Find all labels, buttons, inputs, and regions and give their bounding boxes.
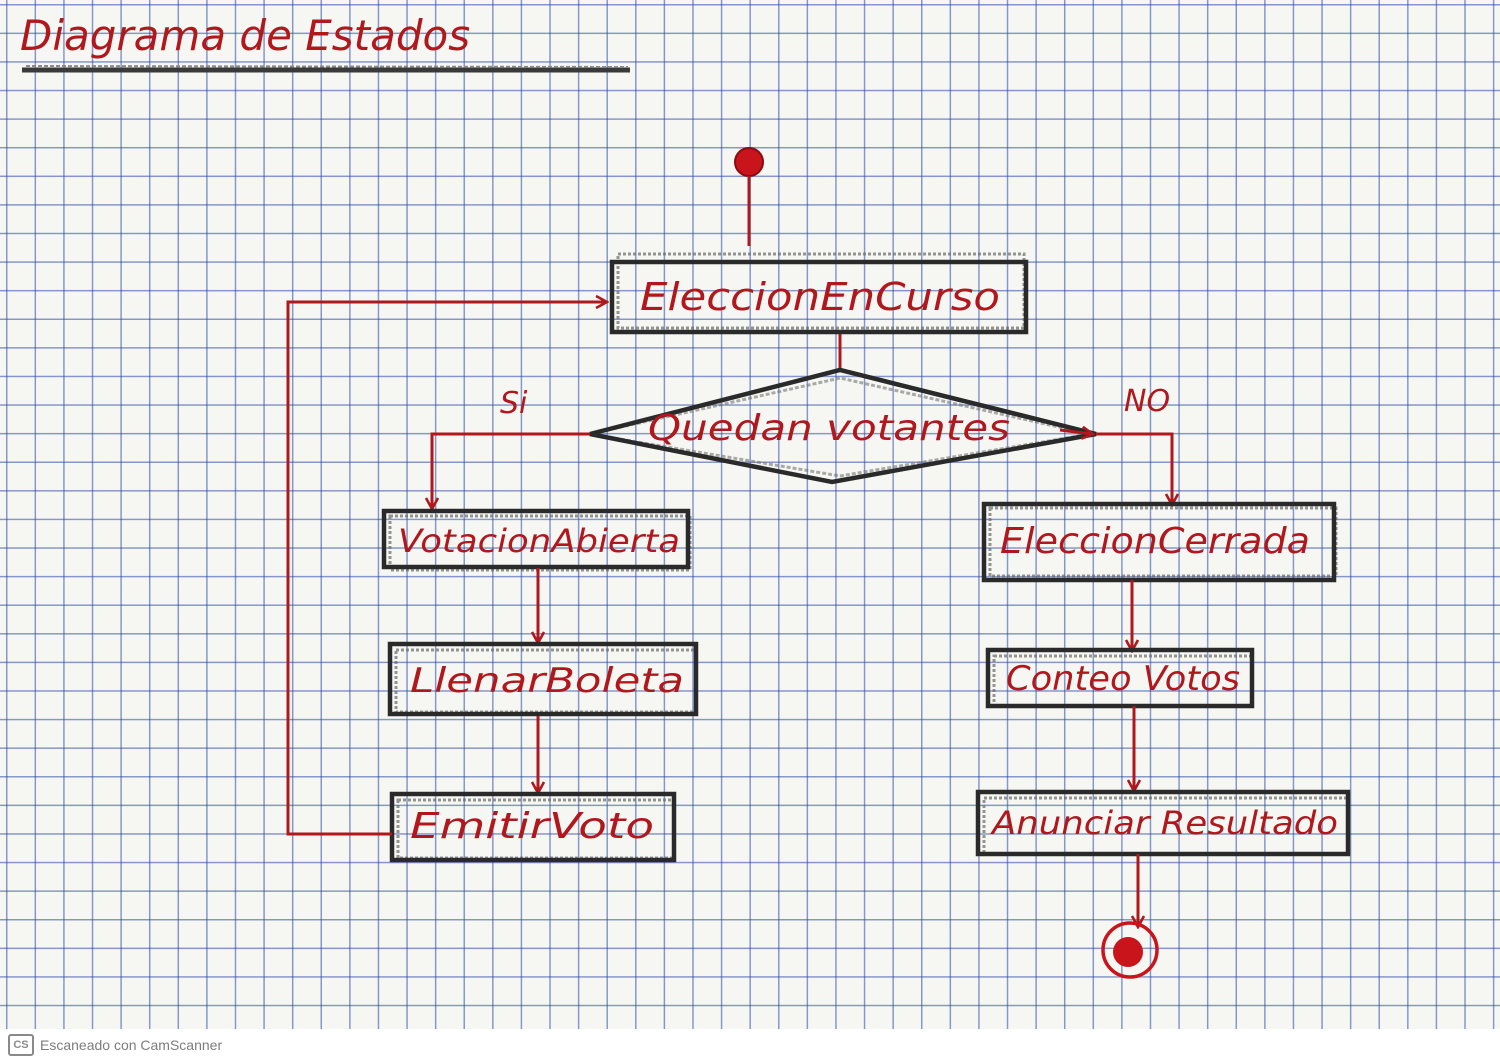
- flow-decision-to-no-arrow: [1059, 430, 1092, 434]
- diagram-title: Diagrama de Estados: [20, 11, 470, 60]
- flow-decision-to-eleccion-cerrada: [1096, 432, 1172, 504]
- scanner-footer: CS Escaneado con CamScanner: [0, 1029, 1500, 1061]
- final-state-ring: [1101, 921, 1159, 979]
- state-eleccion-en-curso: EleccionEnCurso: [640, 275, 1000, 319]
- state-box-llenar-boleta: [387, 641, 699, 717]
- initial-state-node: [734, 147, 764, 177]
- final-state-node: [1113, 937, 1143, 967]
- state-llenar-boleta: LlenarBoleta: [410, 661, 684, 701]
- scanner-footer-text: Escaneado con CamScanner: [40, 1037, 223, 1053]
- flow-emitir-loop-to-eleccion: [286, 302, 606, 836]
- title-underline-shadow: [25, 65, 629, 68]
- state-conteo-votos: Conteo Votos: [1006, 659, 1240, 699]
- state-anunciar-resultado: Anunciar Resultado: [990, 804, 1338, 842]
- decision-yes-label: Si: [500, 386, 528, 421]
- state-box-conteo-votos: [985, 647, 1255, 709]
- state-votacion-abierta: VotacionAbierta: [398, 522, 680, 560]
- state-box-eleccion-en-curso: [609, 259, 1029, 335]
- decision-no-label: NO: [1124, 384, 1170, 419]
- flow-decision-to-votacion: [432, 432, 590, 508]
- state-emitir-voto: EmitirVoto: [410, 806, 654, 847]
- state-box-emitir-voto: [389, 791, 677, 863]
- decision-label: Quedan votantes: [648, 408, 1010, 449]
- state-box-anunciar-resultado: [975, 789, 1351, 857]
- state-box-votacion-abierta: [381, 508, 691, 570]
- state-box-eleccion-cerrada: [981, 501, 1337, 583]
- camscanner-logo: CS: [8, 1034, 34, 1056]
- state-eleccion-cerrada: EleccionCerrada: [1000, 521, 1310, 562]
